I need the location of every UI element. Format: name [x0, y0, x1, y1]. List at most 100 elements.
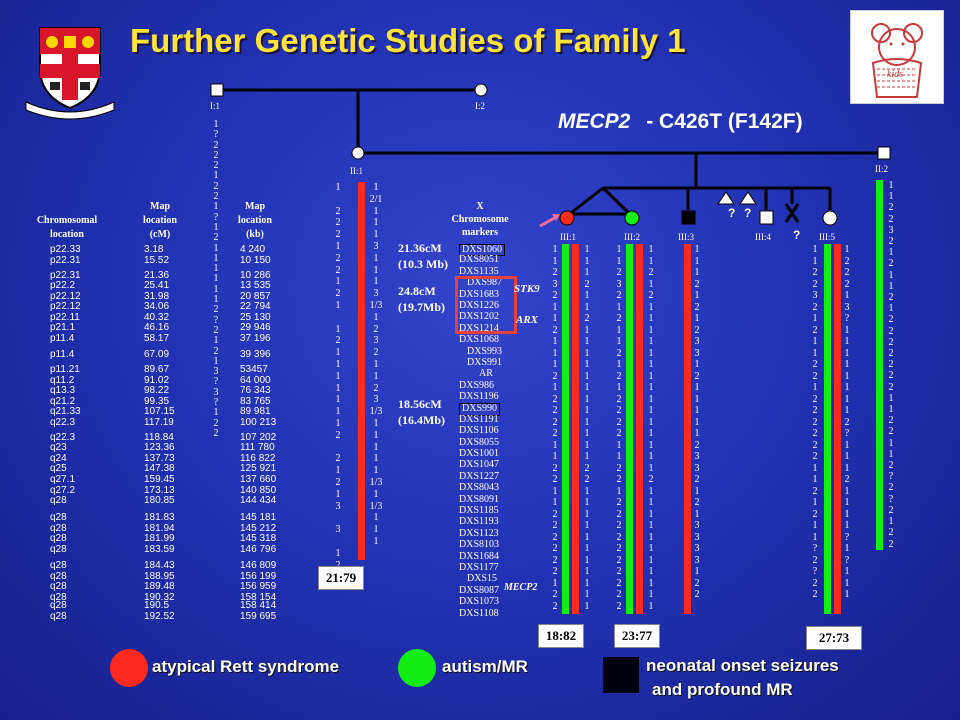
cell-map-kb: 10 150 — [240, 254, 271, 266]
cell-map-kb: 107 202 — [240, 431, 277, 443]
cell-map-kb: 145 181 — [240, 512, 277, 523]
cell-map-kb: 156 199 — [240, 570, 277, 582]
genotype-iii5-b: 1 2 2 2 1 3 ? 1 1 1 1 1 1 1 1 2 ? 1 1 1 … — [844, 244, 850, 600]
marker-item: DXS1683 — [459, 288, 500, 300]
cell-map-cm: 180.85 — [144, 495, 175, 506]
cell-location: q27.2 — [50, 484, 76, 496]
cell-location: q28 — [50, 581, 67, 592]
marker-item: DXS1123 — [459, 527, 499, 539]
cell-location: q13.3 — [50, 385, 76, 396]
cell-map-kb: 4 240 — [240, 244, 266, 255]
ratio-iii5: 27:73 — [806, 626, 862, 650]
haplotype-bar-iii2-green — [626, 244, 633, 614]
cell-map-cm: 67.09 — [144, 349, 170, 360]
cell-location: p22.2 — [50, 280, 76, 291]
cell-map-cm: 107.15 — [144, 406, 175, 417]
cell-map-kb: 158 154 — [240, 592, 277, 603]
marker-item: DXS8103 — [459, 539, 500, 551]
cell-map-kb: 64 000 — [240, 374, 271, 386]
haplotype-bar-iii3-red — [684, 244, 691, 614]
marker-item: DXS15 — [467, 573, 498, 585]
cell-map-cm: 188.95 — [144, 570, 175, 582]
cell-map-cm: 181.94 — [144, 522, 175, 534]
legend-rett-swatch — [110, 649, 148, 687]
distance-1-mb: (10.3 Mb) — [398, 257, 448, 271]
mutation-gene: MECP2 — [558, 110, 631, 133]
marker-item: DXS1068 — [459, 334, 500, 346]
cell-map-cm: 190.32 — [144, 592, 175, 603]
ratio-iii1: 18:82 — [538, 624, 584, 648]
label-iii2: III:2 — [624, 232, 640, 242]
cell-map-cm: 34.06 — [144, 301, 170, 312]
distance-3-cm: 18.56cM — [398, 397, 442, 411]
cell-map-cm: 159.45 — [144, 474, 175, 485]
cell-location: q22.3 — [50, 431, 76, 443]
cell-map-kb: 158 414 — [240, 600, 277, 611]
marker-item: DXS986 — [459, 379, 495, 391]
mutation-change: - C426T (F142F) — [646, 110, 803, 133]
legend-seizures-label-1: neonatal onset seizures — [646, 656, 839, 675]
marker-item: DXS1047 — [459, 459, 500, 471]
cell-map-cm: 181.83 — [144, 512, 175, 523]
marker-item: DXS1191 — [459, 413, 499, 425]
cell-map-cm: 181.99 — [144, 533, 175, 544]
marker-item: DXS8055 — [459, 436, 500, 448]
marker-item: DXS993 — [467, 345, 503, 357]
haplotype-bar-iii1-green — [562, 244, 569, 614]
marker-item: AR — [479, 368, 493, 380]
cell-map-kb: 140 850 — [240, 484, 277, 496]
question-mark-1: ? — [728, 206, 736, 220]
cell-location: p11.21 — [50, 364, 80, 375]
cell-location: p11.4 — [50, 349, 75, 360]
cell-map-cm: 137.73 — [144, 452, 175, 464]
genotype-iii3: 1 1 1 2 1 2 1 2 3 3 1 2 1 1 1 1 1 2 3 3 … — [694, 244, 700, 600]
cell-map-kb: 10 286 — [240, 269, 271, 281]
marker-item: DXS8051 — [459, 254, 500, 266]
table-row: p11.21 89.67 53457 — [40, 364, 300, 375]
slide-title: Further Genetic Studies of Family 1 — [130, 22, 686, 59]
cell-location: q23 — [50, 442, 67, 453]
cell-location: q28 — [50, 592, 67, 603]
cell-map-kb: 125 921 — [240, 463, 277, 474]
genotype-iii2-b: 1 1 2 1 2 1 1 1 1 1 1 1 1 1 1 1 1 1 1 1 … — [648, 244, 654, 612]
cell-map-kb: 20 857 — [240, 290, 271, 302]
marker-item: DXS1202 — [459, 311, 500, 323]
cell-location: p22.12 — [50, 301, 81, 312]
marker-item: DXS987 — [467, 277, 503, 289]
cell-map-kb: 13 535 — [240, 280, 271, 291]
cell-map-kb: 137 660 — [240, 474, 277, 485]
ratio-ii1: 21:79 — [318, 566, 364, 590]
distance-2-cm: 24.8cM — [398, 284, 436, 298]
cell-map-cm: 46.16 — [144, 322, 170, 333]
marker-item: DXS1196 — [459, 391, 499, 403]
cell-map-kb: 159 695 — [240, 611, 277, 622]
gene-arx-label: ARX — [516, 314, 539, 326]
marker-item: DXS8043 — [459, 482, 500, 494]
cell-map-kb: 22 794 — [240, 301, 271, 312]
distance-1-cm: 21.36cM — [398, 241, 442, 255]
cell-map-cm: 58.17 — [144, 332, 170, 344]
cell-map-cm: 15.52 — [144, 254, 170, 266]
genotype-ii2: 1 1 2 2 3 2 1 2 1 1 2 1 2 2 2 2 2 2 2 1 … — [888, 180, 894, 550]
cell-location: p22.33 — [50, 244, 81, 255]
header-chromosomal-location: Chromosomal location — [36, 215, 98, 240]
cell-map-cm: 190.5 — [144, 600, 170, 611]
cell-map-kb: 53457 — [240, 364, 268, 375]
genotype-iii5-a: 1 1 2 2 3 2 1 2 1 1 2 2 1 2 2 2 2 2 2 1 … — [812, 244, 818, 600]
cell-map-cm: 89.67 — [144, 364, 170, 375]
cell-location: q28 — [50, 570, 67, 582]
gene-mecp2-label: MECP2 — [504, 582, 538, 593]
cell-location: q11.2 — [50, 374, 75, 386]
marker-item: DXS1684 — [459, 550, 500, 562]
cell-location: p22.12 — [50, 290, 81, 302]
